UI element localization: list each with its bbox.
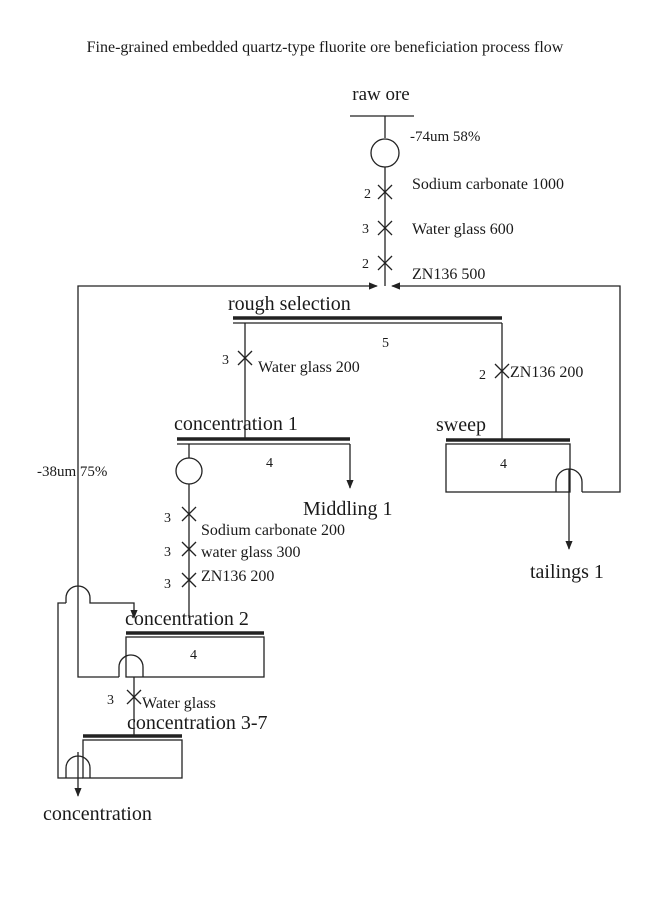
conc1-cell-count: 4 xyxy=(266,456,273,471)
reagent-marker-icon xyxy=(377,184,393,200)
reagent-marker-icon xyxy=(377,220,393,236)
reagent-label: Sodium carbonate 1000 xyxy=(412,176,564,193)
reagent-label: ZN136 500 xyxy=(412,266,485,283)
reagent-count: 2 xyxy=(362,257,369,272)
tailings-1-label: tailings 1 xyxy=(530,561,604,583)
reagent-label: water glass 300 xyxy=(201,544,301,561)
concentration-2-cell xyxy=(125,636,265,678)
reagent-count: 2 xyxy=(364,187,371,202)
reagent-label: Water glass 600 xyxy=(412,221,514,238)
conc37-recycle-line xyxy=(57,602,83,779)
reagent-label: Water glass xyxy=(142,695,216,712)
grinding-1-spec: -74um 58% xyxy=(410,129,480,145)
conc37-recycle-overpass xyxy=(65,585,138,619)
reagent-count: 2 xyxy=(479,368,486,383)
reagent-count: 3 xyxy=(164,511,171,526)
reagent-marker-icon xyxy=(181,541,197,557)
grinding-mill-1-icon xyxy=(370,138,400,168)
reagent-marker-icon xyxy=(181,506,197,522)
middling-1-label: Middling 1 xyxy=(303,498,392,520)
reagent-count: 3 xyxy=(164,577,171,592)
reagent-marker-icon xyxy=(181,572,197,588)
rough-selection-label: rough selection xyxy=(228,293,351,315)
concentration-3-7-label: concentration 3-7 xyxy=(127,712,268,734)
reagent-marker-icon xyxy=(377,255,393,271)
grinding-mill-2-icon xyxy=(175,457,203,485)
reagent-label: ZN136 200 xyxy=(510,364,583,381)
reagent-count: 3 xyxy=(164,545,171,560)
raw-ore-label: raw ore xyxy=(352,84,410,105)
sweep-cell-count: 4 xyxy=(500,457,507,472)
concentration-3-7-cell xyxy=(82,739,183,779)
sweep-cell xyxy=(445,443,571,493)
diagram-title: Fine-grained embedded quartz-type fluori… xyxy=(87,39,564,56)
reagent-marker-icon xyxy=(494,363,510,379)
reagent-label: Water glass 200 xyxy=(258,359,360,376)
reagent-marker-icon xyxy=(237,350,253,366)
reagent-label: Sodium carbonate 200 xyxy=(201,522,345,539)
conc2-recycle-line xyxy=(77,282,378,678)
grinding-2-spec: -38um 75% xyxy=(37,464,107,480)
conc2-recycle-overpass xyxy=(118,654,144,677)
final-concentrate-label: concentration xyxy=(43,803,152,825)
reagent-count: 3 xyxy=(222,353,229,368)
conc2-cell-count: 4 xyxy=(190,648,197,663)
rough-cell-count: 5 xyxy=(382,336,389,351)
concentration-1-label: concentration 1 xyxy=(174,413,298,435)
reagent-count: 3 xyxy=(362,222,369,237)
reagent-marker-icon xyxy=(126,689,142,705)
sweep-label: sweep xyxy=(436,414,486,436)
reagent-count: 3 xyxy=(107,693,114,708)
concentration-2-label: concentration 2 xyxy=(125,608,249,630)
reagent-label: ZN136 200 xyxy=(201,568,274,585)
sweep-recycle-line xyxy=(391,282,621,493)
